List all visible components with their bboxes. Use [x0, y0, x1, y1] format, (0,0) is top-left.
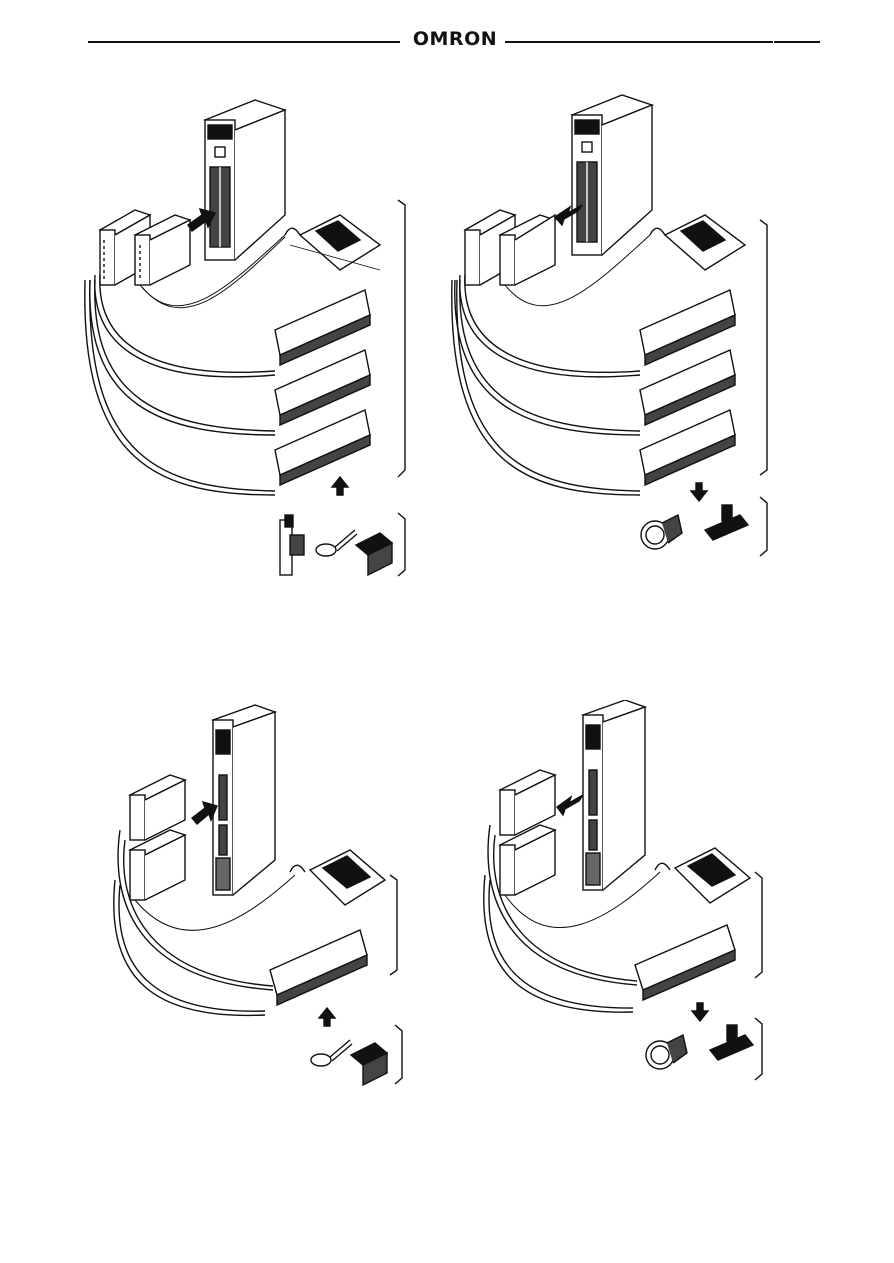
- header-rule-right: [505, 41, 773, 43]
- arrow-down-icon: [690, 1002, 710, 1023]
- terminal-block: [274, 409, 371, 487]
- plc-unit: [569, 94, 655, 256]
- arrow-right-icon: [190, 800, 218, 825]
- arrow-left-icon: [553, 204, 583, 227]
- connector-lower: [128, 829, 187, 901]
- solenoid-valve-icon: [703, 504, 750, 541]
- cables: [483, 824, 661, 1013]
- connector-upper: [498, 769, 557, 836]
- bracket: [754, 1017, 763, 1081]
- cables: [84, 234, 286, 496]
- terminal-block: [639, 409, 736, 487]
- bracket: [759, 496, 768, 557]
- proximity-sensor-icon: [315, 529, 358, 557]
- proximity-sensor-icon: [310, 1039, 353, 1067]
- bracket: [394, 1024, 403, 1085]
- plc-unit: [202, 99, 288, 261]
- connector-lower: [498, 824, 557, 896]
- connector-upper: [128, 774, 187, 841]
- header-rule-end: [774, 41, 820, 43]
- connector-pair: [463, 209, 557, 286]
- solenoid-valve-icon: [708, 1024, 755, 1061]
- terminal-block: [639, 289, 736, 367]
- io-link-unit: [654, 847, 752, 904]
- fig-bottom-right: [465, 700, 785, 1090]
- limit-switch-icon: [279, 514, 305, 576]
- fig-top-left: [80, 85, 420, 585]
- io-link-unit: [284, 214, 382, 271]
- arrow-right-icon: [187, 207, 217, 232]
- bracket: [754, 871, 763, 979]
- io-link-unit: [649, 214, 747, 271]
- terminal-block: [269, 929, 368, 1007]
- cables: [451, 234, 651, 496]
- plc-unit-tall: [580, 700, 648, 891]
- terminal-block: [274, 289, 371, 367]
- page-header: OMRON: [0, 0, 894, 60]
- bracket: [397, 199, 406, 478]
- arrow-left-icon: [556, 794, 584, 817]
- photoelectric-sensor-icon: [354, 532, 394, 577]
- fig-bottom-left: [95, 700, 415, 1090]
- terminal-block: [634, 924, 736, 1002]
- arrow-down-icon: [689, 482, 709, 503]
- photoelectric-sensor-icon: [349, 1042, 389, 1087]
- arrow-up-icon: [317, 1006, 337, 1027]
- bracket: [389, 874, 398, 976]
- connector-pair: [98, 209, 192, 286]
- indicator-lamp-icon: [645, 1033, 688, 1070]
- terminal-block: [639, 349, 736, 427]
- bracket: [759, 219, 768, 476]
- cables: [113, 829, 296, 1017]
- io-link-unit: [289, 849, 387, 906]
- indicator-lamp-icon: [640, 513, 683, 550]
- bracket: [397, 512, 406, 577]
- terminal-block: [274, 349, 371, 427]
- arrow-up-icon: [330, 475, 350, 496]
- omron-logo: OMRON: [412, 28, 498, 50]
- plc-unit-tall: [210, 704, 278, 896]
- fig-top-right: [450, 85, 790, 585]
- header-rule-left: [88, 41, 400, 43]
